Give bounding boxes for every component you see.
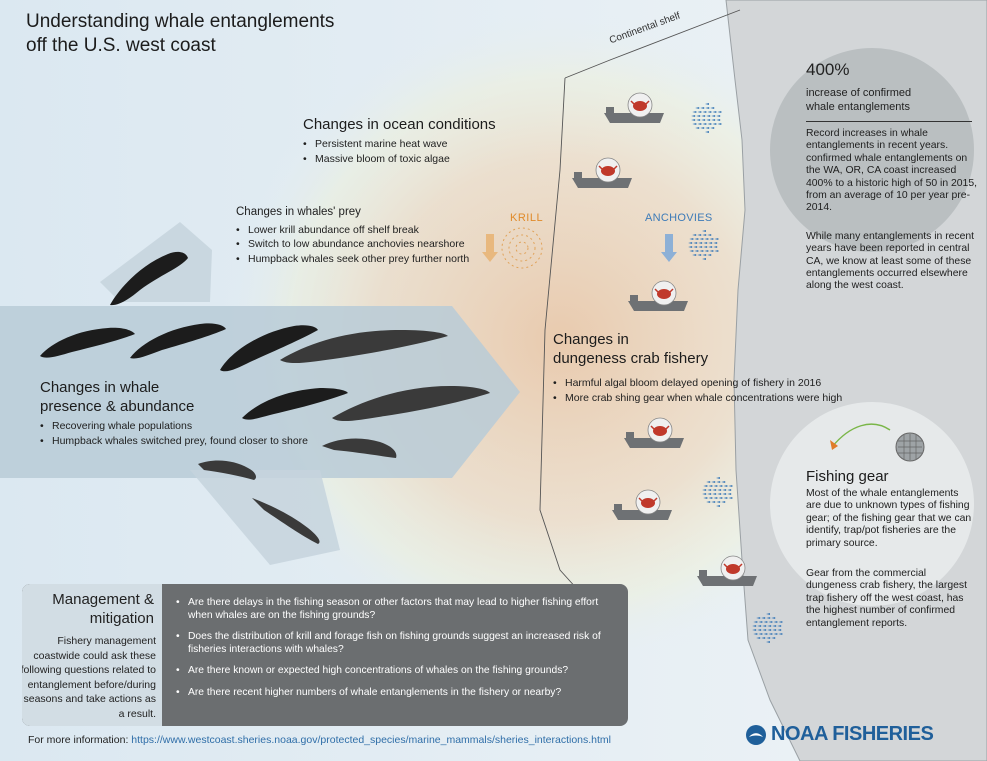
more-info-link[interactable]: https://www.westcoast.sheries.noaa.gov/p… bbox=[131, 734, 612, 746]
whale-heading-line-2: presence & abundance bbox=[40, 398, 195, 415]
crab-boat-icon bbox=[572, 157, 632, 188]
whale-heading-line-1: Changes in whale bbox=[40, 379, 160, 396]
stat-subtitle: increase of confirmed whale entanglement… bbox=[806, 87, 912, 113]
prey-heading: Changes in whales' prey bbox=[236, 206, 361, 218]
crab-heading-line-1: Changes in bbox=[553, 331, 629, 348]
whale-bullets: Recovering whale populations Humpback wh… bbox=[40, 419, 340, 448]
gray-whale-icon bbox=[198, 460, 256, 480]
crab-icon bbox=[726, 564, 740, 574]
prey-bullet: Lower krill abundance off shelf break bbox=[236, 223, 496, 238]
blue-whale-icon bbox=[332, 386, 490, 422]
prey-section: Changes in whales' prey Lower krill abun… bbox=[236, 205, 496, 266]
management-body: Fishery management coastwide could ask t… bbox=[22, 635, 156, 720]
management-question: Are there known or expected high concent… bbox=[176, 665, 614, 678]
crab-boat-icon bbox=[697, 555, 757, 586]
crab-icon bbox=[641, 498, 655, 508]
crab-heading-line-2: dungeness crab fishery bbox=[553, 350, 709, 367]
humpback-whale-icon bbox=[130, 323, 226, 359]
humpback-whale-icon bbox=[242, 388, 348, 420]
noaa-fisheries-logo: NOAA FISHERIES bbox=[745, 723, 934, 746]
page-title: Understanding whale entanglements off th… bbox=[26, 10, 406, 58]
crab-boat-icon bbox=[604, 92, 664, 123]
management-questions-panel: Are there delays in the fishing season o… bbox=[162, 584, 628, 726]
fishing-gear-icon bbox=[830, 423, 925, 462]
crab-icon bbox=[657, 289, 671, 299]
management-box: Management & mitigation Fishery manageme… bbox=[22, 584, 628, 726]
ocean-bullet: Persistent marine heat wave bbox=[303, 137, 563, 152]
crab-boat-icon bbox=[624, 417, 684, 448]
anchovy-school-icon bbox=[691, 103, 722, 133]
footer: For more information: https://www.westco… bbox=[28, 734, 611, 746]
crab-bullet: Harmful algal bloom delayed opening of f… bbox=[553, 376, 853, 391]
stat-divider bbox=[806, 121, 972, 122]
crab-fishery-section: Changes in dungeness crab fishery Harmfu… bbox=[553, 330, 853, 405]
logo-text: NOAA FISHERIES bbox=[771, 723, 934, 745]
krill-label: KRILL bbox=[510, 212, 544, 224]
management-question: Are there recent higher numbers of whale… bbox=[176, 687, 614, 700]
humpback-whale-icon bbox=[110, 251, 188, 306]
gray-whale-icon bbox=[252, 498, 320, 544]
ocean-bullets: Persistent marine heat wave Massive bloo… bbox=[303, 137, 563, 166]
crab-boat-icon bbox=[612, 489, 672, 520]
stat-big-number: 400% bbox=[806, 60, 850, 79]
humpback-whale-icon bbox=[40, 327, 135, 358]
management-heading: Management & mitigation bbox=[52, 590, 154, 628]
crab-bullet: More crab shing gear when whale concentr… bbox=[553, 391, 853, 406]
management-left-panel: Management & mitigation Fishery manageme… bbox=[22, 584, 162, 726]
crab-icon bbox=[601, 166, 615, 176]
footer-label: For more information: bbox=[28, 734, 129, 746]
stat-paragraph-1: Record increases in whale entanglements … bbox=[806, 128, 977, 214]
management-heading-line-2: mitigation bbox=[89, 610, 154, 627]
crab-boat-icon bbox=[628, 280, 688, 311]
anchovies-label: ANCHOVIES bbox=[645, 212, 713, 224]
crab-icon bbox=[633, 101, 647, 111]
crab-heading: Changes in dungeness crab fishery bbox=[553, 330, 853, 368]
whale-presence-section: Changes in whale presence & abundance Re… bbox=[40, 378, 340, 448]
management-question: Are there delays in the fishing season o… bbox=[176, 597, 614, 622]
gear-paragraph-2: Gear from the commercial dungeness crab … bbox=[806, 568, 967, 629]
management-heading-line-1: Management & bbox=[52, 591, 154, 608]
fishing-gear-section: Fishing gear Most of the whale entanglem… bbox=[806, 468, 976, 630]
whale-bullet: Recovering whale populations bbox=[40, 419, 340, 434]
noaa-emblem-icon bbox=[746, 724, 766, 745]
crab-icon bbox=[653, 426, 667, 436]
stat-paragraph-2: While many entanglements in recent years… bbox=[806, 230, 975, 292]
blue-whale-icon bbox=[280, 330, 448, 364]
gear-heading: Fishing gear bbox=[806, 468, 889, 485]
prey-bullet: Humpback whales seek other prey further … bbox=[236, 252, 496, 267]
crab-bullets: Harmful algal bloom delayed opening of f… bbox=[553, 376, 853, 405]
entanglement-stat: 400% increase of confirmed whale entangl… bbox=[806, 60, 982, 293]
humpback-whale-icon bbox=[220, 325, 318, 372]
gray-whale-icon bbox=[322, 438, 397, 458]
anchovy-school-icon bbox=[688, 230, 719, 260]
prey-bullets: Lower krill abundance off shelf break Sw… bbox=[236, 223, 496, 267]
anchovies-down-arrow-icon bbox=[661, 234, 677, 262]
management-question: Does the distribution of krill and forag… bbox=[176, 631, 614, 656]
title-line-2: off the U.S. west coast bbox=[26, 35, 216, 56]
gear-paragraph-1: Most of the whale entanglements are due … bbox=[806, 488, 972, 549]
title-line-1: Understanding whale entanglements bbox=[26, 11, 335, 32]
whale-heading: Changes in whale presence & abundance bbox=[40, 378, 340, 416]
ocean-heading: Changes in ocean conditions bbox=[303, 116, 496, 133]
ocean-conditions-section: Changes in ocean conditions Persistent m… bbox=[303, 116, 563, 166]
prey-bullet: Switch to low abundance anchovies nearsh… bbox=[236, 237, 496, 252]
krill-swarm-icon bbox=[501, 227, 543, 269]
anchovy-school-icon bbox=[702, 477, 733, 507]
ocean-bullet: Massive bloom of toxic algae bbox=[303, 152, 563, 167]
management-questions: Are there delays in the fishing season o… bbox=[176, 597, 614, 700]
whale-bullet: Humpback whales switched prey, found clo… bbox=[40, 434, 340, 449]
anchovy-school-icon bbox=[752, 613, 783, 643]
